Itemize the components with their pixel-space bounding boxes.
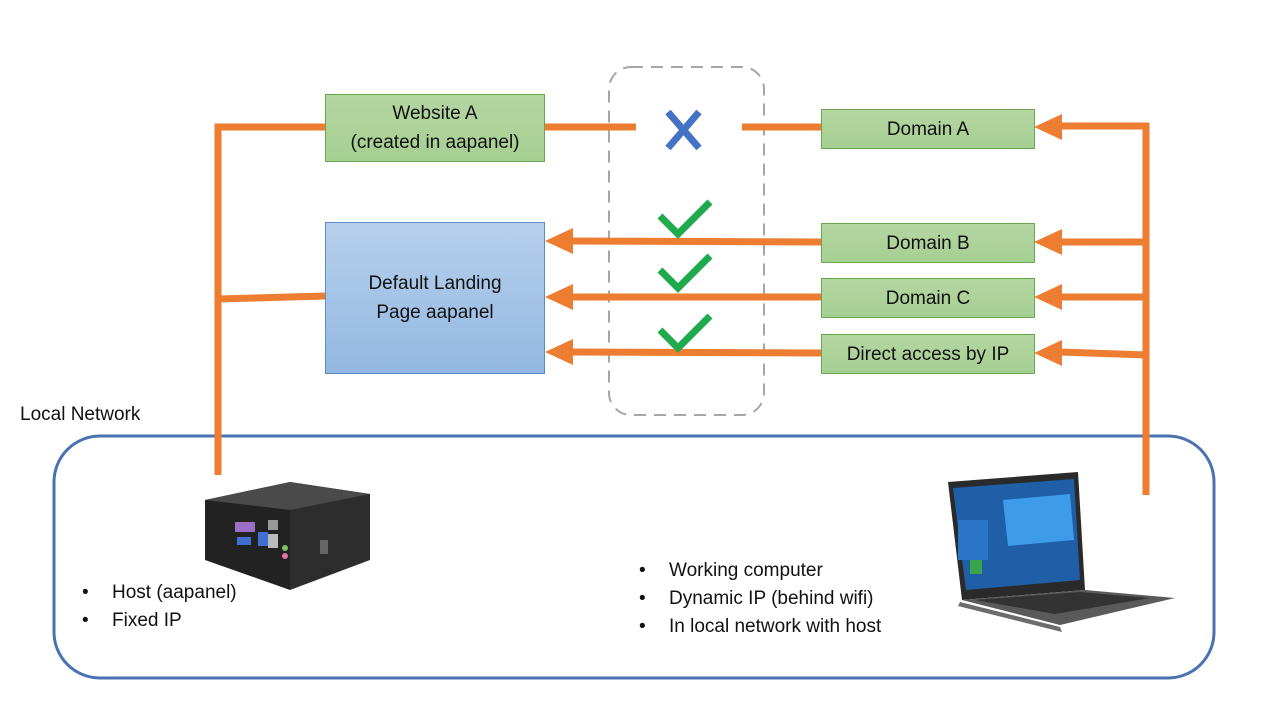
check-mark-icon — [657, 313, 713, 353]
domain-a-box: Domain A — [821, 109, 1035, 149]
check-mark-icon — [657, 199, 713, 239]
arrowhead-icon — [1034, 229, 1062, 255]
client-bullet: Dynamic IP (behind wifi) — [639, 585, 881, 613]
domain-b-label: Domain B — [886, 232, 970, 254]
check-mark-icon — [657, 253, 713, 293]
arrowhead-icon — [545, 284, 573, 310]
local-network-title: Local Network — [20, 404, 141, 425]
domain-a-label: Domain A — [886, 118, 970, 140]
domain-b-to-landing — [569, 237, 823, 246]
mini-pc-icon — [205, 482, 370, 590]
laptop-icon — [948, 472, 1175, 632]
x-mark-icon — [665, 109, 702, 151]
domain-c-label: Domain C — [885, 287, 971, 309]
host-bullet: Fixed IP — [82, 607, 237, 635]
client-bullet-list: Working computer Dynamic IP (behind wifi… — [639, 557, 881, 641]
default-landing-subtitle: Page aapanel — [376, 302, 494, 323]
domain-b-box: Domain B — [821, 223, 1035, 263]
arrowhead-icon — [1034, 340, 1062, 366]
arrowhead-icon — [545, 339, 573, 365]
client-to-direct-ip — [1059, 348, 1147, 359]
arrowhead-icon — [1034, 114, 1062, 140]
domain-c-box: Domain C — [821, 278, 1035, 318]
host-bullet: Host (aapanel) — [82, 579, 237, 607]
direct-ip-box: Direct access by IP — [821, 334, 1035, 374]
website-a-subtitle: (created in aapanel) — [350, 132, 520, 153]
direct-ip-label: Direct access by IP — [846, 343, 1010, 365]
direct-ip-to-landing — [569, 348, 823, 357]
host-bullet-list: Host (aapanel) Fixed IP — [82, 579, 237, 635]
client-bullet: In local network with host — [639, 613, 881, 641]
host-to-landing-connector — [217, 292, 327, 303]
arrowhead-icon — [545, 228, 573, 254]
local-network-frame — [52, 434, 1216, 680]
host-connector — [214, 123, 326, 475]
arrowhead-icon — [1034, 284, 1062, 310]
website-a-box: Website A (created in aapanel) — [325, 94, 545, 162]
client-connector — [1060, 122, 1150, 495]
default-landing-box: Default Landing Page aapanel — [325, 222, 545, 374]
website-a-title: Website A — [392, 103, 478, 124]
client-bullet: Working computer — [639, 557, 881, 585]
default-landing-title: Default Landing — [368, 273, 502, 294]
